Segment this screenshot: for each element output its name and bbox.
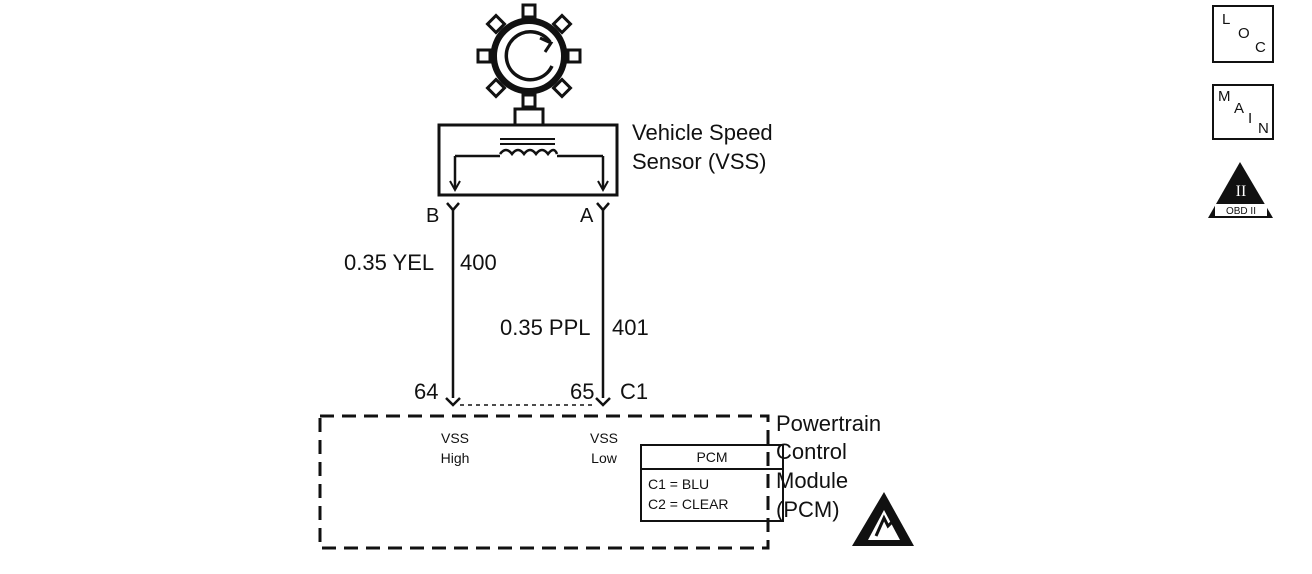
reluctor-wheel-icon (476, 3, 582, 109)
wire-low-gauge-color: 0.35 PPL (500, 315, 591, 340)
loc-letter-c: C (1255, 39, 1266, 56)
loc-letter-l: L (1222, 11, 1231, 28)
pcm-connector-legend: PCM C1 = BLU C2 = CLEAR (640, 444, 784, 522)
terminal-a (596, 202, 610, 212)
pcm-title-line2: Control (776, 439, 847, 464)
legend-row-c1: C1 = BLU (648, 476, 710, 492)
wire-low-circuit: 401 (612, 315, 649, 340)
obd-ii-icon[interactable]: II OBD II (1208, 162, 1273, 218)
wire-high-circuit: 400 (460, 250, 497, 275)
pin-b-label: B (426, 205, 440, 227)
main-letter-a: A (1234, 100, 1245, 117)
main-letter-n: N (1258, 120, 1269, 137)
main-letter-i: I (1248, 110, 1253, 127)
pcm-title-line1: Powertrain (776, 411, 882, 436)
obd-roman: II (1236, 183, 1247, 200)
connector-c1-label: C1 (620, 379, 649, 404)
terminal-b (446, 202, 460, 212)
legend-title: PCM (642, 446, 782, 470)
pin-a-label: A (580, 205, 594, 227)
location-icon[interactable]: L O C (1212, 5, 1274, 63)
pcm-outline (318, 414, 770, 550)
pcm-title-line4: (PCM) (776, 497, 840, 522)
pcm-pin-64-terminal (445, 397, 461, 407)
vss-low-line2: Low (591, 450, 617, 466)
obd-caption: OBD II (1226, 206, 1256, 217)
pcm-pin-64-label: 64 (414, 379, 439, 404)
main-index-icon[interactable]: M A I N (1212, 84, 1274, 140)
loc-letter-o: O (1238, 25, 1250, 42)
pcm-pin-65-label: 65 (570, 379, 595, 404)
wire-high-gauge-color: 0.35 YEL (344, 250, 435, 275)
pcm-pin-65-terminal (595, 397, 611, 407)
sensor-title-line2: Sensor (VSS) (632, 149, 767, 174)
vss-low-line1: VSS (589, 430, 618, 446)
vss-high-line1: VSS (440, 430, 469, 446)
sensor-title-line1: Vehicle Speed (632, 120, 773, 145)
vss-sensor-body (437, 107, 619, 197)
main-letter-m: M (1218, 88, 1231, 105)
esd-warning-icon (852, 492, 914, 546)
pcm-title-line3: Module (776, 468, 849, 493)
legend-row-c2: C2 = CLEAR (648, 496, 729, 512)
vss-high-line2: High (440, 450, 470, 466)
